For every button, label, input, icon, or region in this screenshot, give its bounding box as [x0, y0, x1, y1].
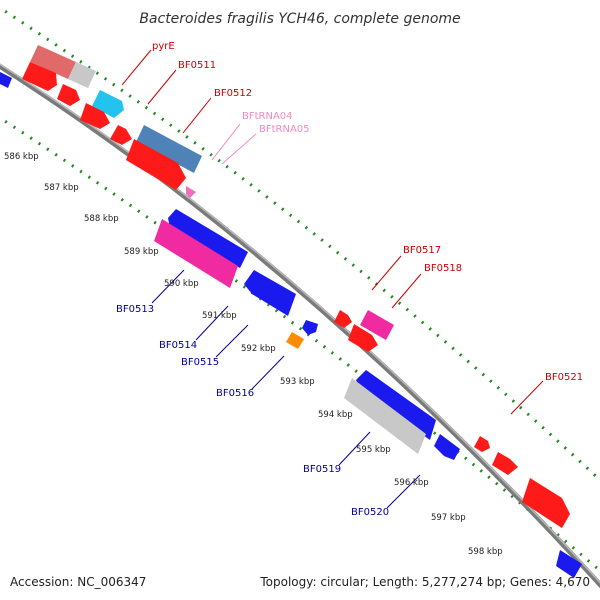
gene-label-bf0512: BF0512	[214, 88, 252, 99]
accession-text: Accession: NC_006347	[10, 575, 146, 589]
map-title: Bacteroides fragilis YCH46, complete gen…	[139, 11, 460, 27]
feat-8	[136, 125, 202, 173]
leader-bf0519	[338, 431, 371, 466]
feat-9	[126, 139, 186, 190]
kbp-label: 590 kbp	[164, 279, 199, 289]
feat-11	[168, 209, 248, 268]
features-reverse	[0, 72, 582, 578]
kbp-label: 588 kbp	[84, 214, 119, 224]
leader-bf0521	[510, 380, 544, 415]
gene-label-bf0519: BF0519	[303, 464, 341, 475]
feat-22	[474, 436, 490, 452]
kbp-label: 586 kbp	[4, 152, 39, 162]
outer-tick-track	[0, 6, 600, 482]
leader-bf0513	[151, 269, 185, 304]
feat-16	[334, 310, 352, 328]
feat-20	[344, 378, 426, 454]
feat-19	[356, 370, 436, 440]
feat-21	[434, 434, 460, 460]
kbp-label: 593 kbp	[280, 377, 315, 387]
feat-3	[22, 62, 57, 91]
leader-bf0520	[386, 474, 421, 509]
feat-2	[68, 62, 96, 88]
feat-25	[556, 550, 582, 578]
feat-24	[522, 478, 570, 528]
feat-4	[57, 84, 80, 106]
gene-label-bf0518: BF0518	[424, 263, 462, 274]
kbp-label: 595 kbp	[356, 445, 391, 455]
kbp-label: 587 kbp	[44, 183, 79, 193]
feat-6	[80, 103, 110, 129]
feat-15	[286, 332, 304, 349]
feat-12	[154, 219, 238, 288]
leader-pyre	[121, 49, 152, 86]
gene-label-bf0514: BF0514	[159, 340, 197, 351]
kbp-label: 597 kbp	[431, 513, 466, 523]
feat-7	[110, 125, 132, 145]
feat-10	[186, 186, 196, 198]
gene-label-pyre: pyrE	[152, 41, 175, 52]
kbp-label: 592 kbp	[241, 344, 276, 354]
leader-bf0515	[215, 324, 249, 358]
leader-lines	[121, 49, 544, 509]
gene-label-bftrna04: BFtRNA04	[242, 111, 293, 122]
kbp-label: 598 kbp	[468, 547, 503, 557]
feat-17	[360, 310, 394, 340]
genome-backbone	[0, 63, 600, 589]
kbp-labels: 586 kbp 587 kbp 588 kbp 589 kbp 590 kbp …	[4, 152, 503, 557]
inner-tick-track	[0, 116, 600, 573]
leader-bf0517	[371, 255, 402, 291]
feat-1	[30, 45, 76, 79]
leader-bf0512	[182, 97, 212, 134]
kbp-label: 591 kbp	[202, 311, 237, 321]
kbp-label: 594 kbp	[318, 410, 353, 420]
kbp-label: 596 kbp	[394, 478, 429, 488]
genome-backbone-highlight	[0, 63, 600, 584]
leader-bf0516	[251, 355, 285, 390]
feat-14	[302, 320, 318, 335]
gene-label-bftrna05: BFtRNA05	[259, 124, 310, 135]
leader-bf0511	[147, 69, 177, 105]
feat-5	[92, 90, 124, 118]
leader-bftrna04	[211, 123, 241, 161]
gene-label-bf0517: BF0517	[403, 245, 441, 256]
gene-label-bf0513: BF0513	[116, 304, 154, 315]
leader-bf0514	[195, 305, 229, 341]
gene-labels: pyrE BF0511 BF0512 BFtRNA04 BFtRNA05 BF0…	[116, 41, 583, 518]
leader-bftrna05	[221, 133, 257, 165]
gene-label-bf0520: BF0520	[351, 507, 389, 518]
feat-13	[244, 270, 296, 316]
gene-label-bf0515: BF0515	[181, 357, 219, 368]
gene-label-bf0516: BF0516	[216, 388, 254, 399]
kbp-label: 589 kbp	[124, 247, 159, 257]
feat-18	[348, 324, 378, 352]
topology-text: Topology: circular; Length: 5,277,274 bp…	[259, 575, 590, 589]
feat-26	[0, 72, 12, 88]
leader-bf0518	[391, 273, 422, 309]
gene-label-bf0511: BF0511	[178, 60, 216, 71]
feat-23	[492, 452, 518, 475]
features-forward	[22, 45, 570, 528]
gene-label-bf0521: BF0521	[545, 372, 583, 383]
